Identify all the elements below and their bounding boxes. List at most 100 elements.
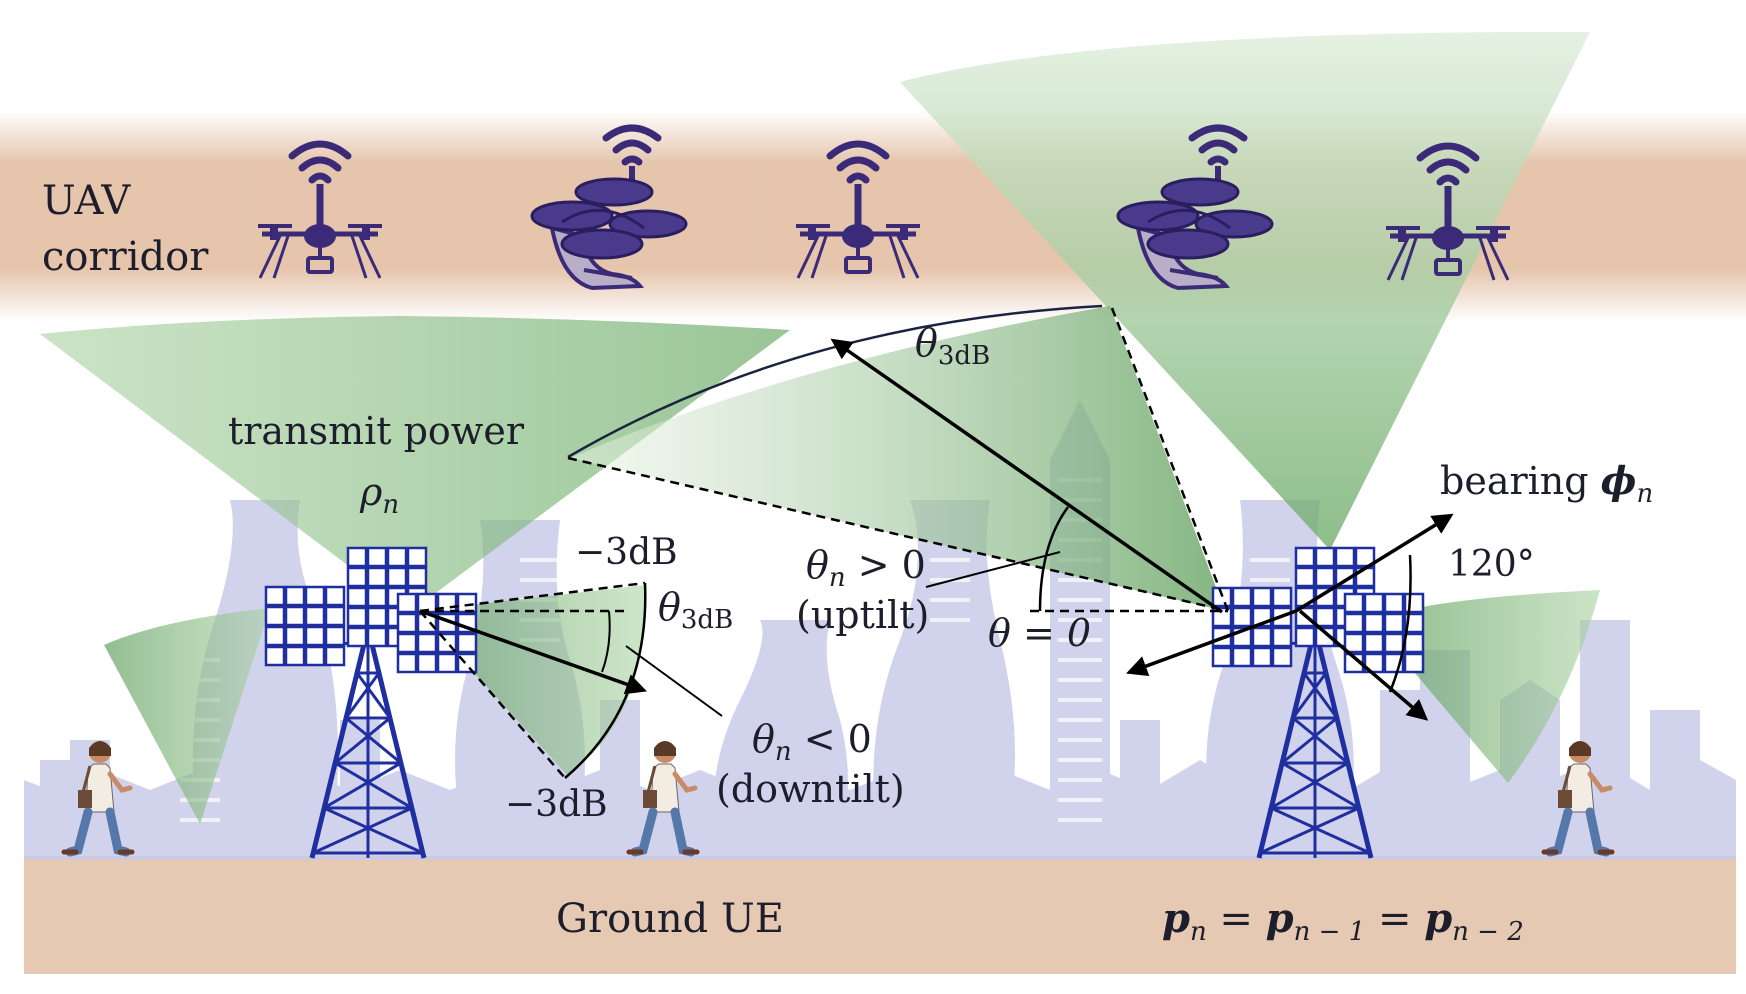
ground-ue-label: Ground UE — [556, 896, 784, 942]
antenna-element — [346, 626, 368, 648]
antenna-element — [456, 632, 478, 654]
antenna-element — [304, 605, 326, 627]
minus-3db-bottom-label: −3dB — [505, 784, 608, 825]
rho-label: ρn — [359, 470, 399, 520]
bearing-label: bearing ϕn — [1440, 458, 1653, 509]
antenna-element — [1251, 646, 1273, 668]
antenna-element — [1271, 626, 1293, 648]
antenna-element — [436, 652, 458, 674]
antenna-element — [346, 586, 368, 608]
antenna-element — [1363, 592, 1385, 614]
antenna-element — [1343, 592, 1365, 614]
downtilt-label-line1: θn < 0 — [752, 717, 872, 767]
antenna-element — [1403, 592, 1425, 614]
antenna-element — [1271, 586, 1293, 608]
antenna-element — [366, 586, 388, 608]
antenna-element — [284, 645, 306, 667]
antenna-element — [366, 606, 388, 628]
antenna-element — [1271, 646, 1293, 668]
antenna-element — [386, 566, 408, 588]
antenna-element — [1383, 612, 1405, 634]
antenna-element — [366, 566, 388, 588]
labels: UAV corridor transmit power ρn θ3dB −3dB… — [42, 178, 1653, 947]
antenna-element — [304, 585, 326, 607]
antenna-element — [386, 546, 408, 568]
antenna-element — [406, 566, 428, 588]
beam-tall-right — [900, 31, 1590, 551]
antenna-element — [1314, 606, 1336, 628]
antenna-element — [324, 605, 346, 627]
antenna-element — [396, 632, 418, 654]
theta-3db-left-label: θ3dB — [658, 585, 733, 635]
antenna-element — [284, 605, 306, 627]
beam-big-left — [40, 316, 790, 612]
antenna-element — [304, 625, 326, 647]
uptilt-label-line1: θn > 0 — [806, 543, 926, 593]
antenna-element — [304, 645, 326, 667]
antenna-element — [324, 645, 346, 667]
theta-3db-top-label: θ3dB — [915, 321, 990, 371]
antenna-element — [1363, 632, 1385, 654]
antenna-element — [1363, 652, 1385, 674]
beam-left-down — [104, 608, 270, 824]
uptilt-label-line2: (uptilt) — [796, 593, 929, 637]
antenna-element — [1314, 546, 1336, 568]
antenna-beams — [40, 31, 1600, 824]
antenna-element — [1231, 646, 1253, 668]
antenna-element — [324, 585, 346, 607]
antenna-element — [264, 645, 286, 667]
antenna-element — [416, 652, 438, 674]
antenna-element — [1343, 612, 1365, 634]
antenna-element — [1383, 632, 1405, 654]
beam-right-small — [1370, 590, 1600, 783]
transmit-power-label: transmit power — [228, 409, 525, 453]
antenna-element — [1314, 566, 1336, 588]
antenna-element — [1211, 606, 1233, 628]
antenna-element — [1314, 626, 1336, 648]
antenna-element — [264, 625, 286, 647]
uav-corridor-label-line1: UAV — [42, 178, 131, 224]
antenna-element — [324, 625, 346, 647]
antenna-element — [416, 632, 438, 654]
antenna-element — [264, 605, 286, 627]
antenna-element — [346, 566, 368, 588]
ground-band — [24, 856, 1736, 974]
antenna-element — [284, 585, 306, 607]
antenna-element — [1403, 652, 1425, 674]
theta-zero-label: θ = 0 — [988, 611, 1091, 655]
antenna-element — [396, 652, 418, 674]
pointing-equation-label: pn = pn − 1 = pn − 2 — [1162, 895, 1524, 947]
antenna-element — [1294, 566, 1316, 588]
antenna-element — [406, 546, 428, 568]
antenna-element — [366, 626, 388, 648]
antenna-element — [1231, 586, 1253, 608]
beam-uptilt — [570, 306, 1225, 611]
uav-corridor-label-line2: corridor — [42, 234, 209, 280]
antenna-element — [346, 606, 368, 628]
downtilt-label-line2: (downtilt) — [716, 767, 905, 811]
antenna-element — [1251, 626, 1273, 648]
antenna-element — [1211, 586, 1233, 608]
antenna-element — [1363, 612, 1385, 634]
antenna-element — [1383, 592, 1405, 614]
minus-3db-top-label: −3dB — [575, 532, 678, 573]
antenna-element — [396, 612, 418, 634]
antenna-element — [1294, 546, 1316, 568]
beam-geometry — [419, 304, 1454, 779]
antenna-element — [1334, 546, 1356, 568]
antenna-element — [396, 592, 418, 614]
antenna-element — [346, 546, 368, 568]
antenna-element — [366, 546, 388, 568]
cell-tower-left — [264, 546, 478, 858]
antenna-element — [1354, 546, 1376, 568]
antenna-element — [1343, 632, 1365, 654]
antenna-element — [1231, 606, 1253, 628]
antenna-panel-icon — [264, 546, 478, 674]
antenna-element — [284, 625, 306, 647]
antenna-element — [1251, 586, 1273, 608]
antenna-element — [1403, 632, 1425, 654]
antenna-element — [1211, 646, 1233, 668]
antenna-element — [456, 592, 478, 614]
antenna-element — [264, 585, 286, 607]
